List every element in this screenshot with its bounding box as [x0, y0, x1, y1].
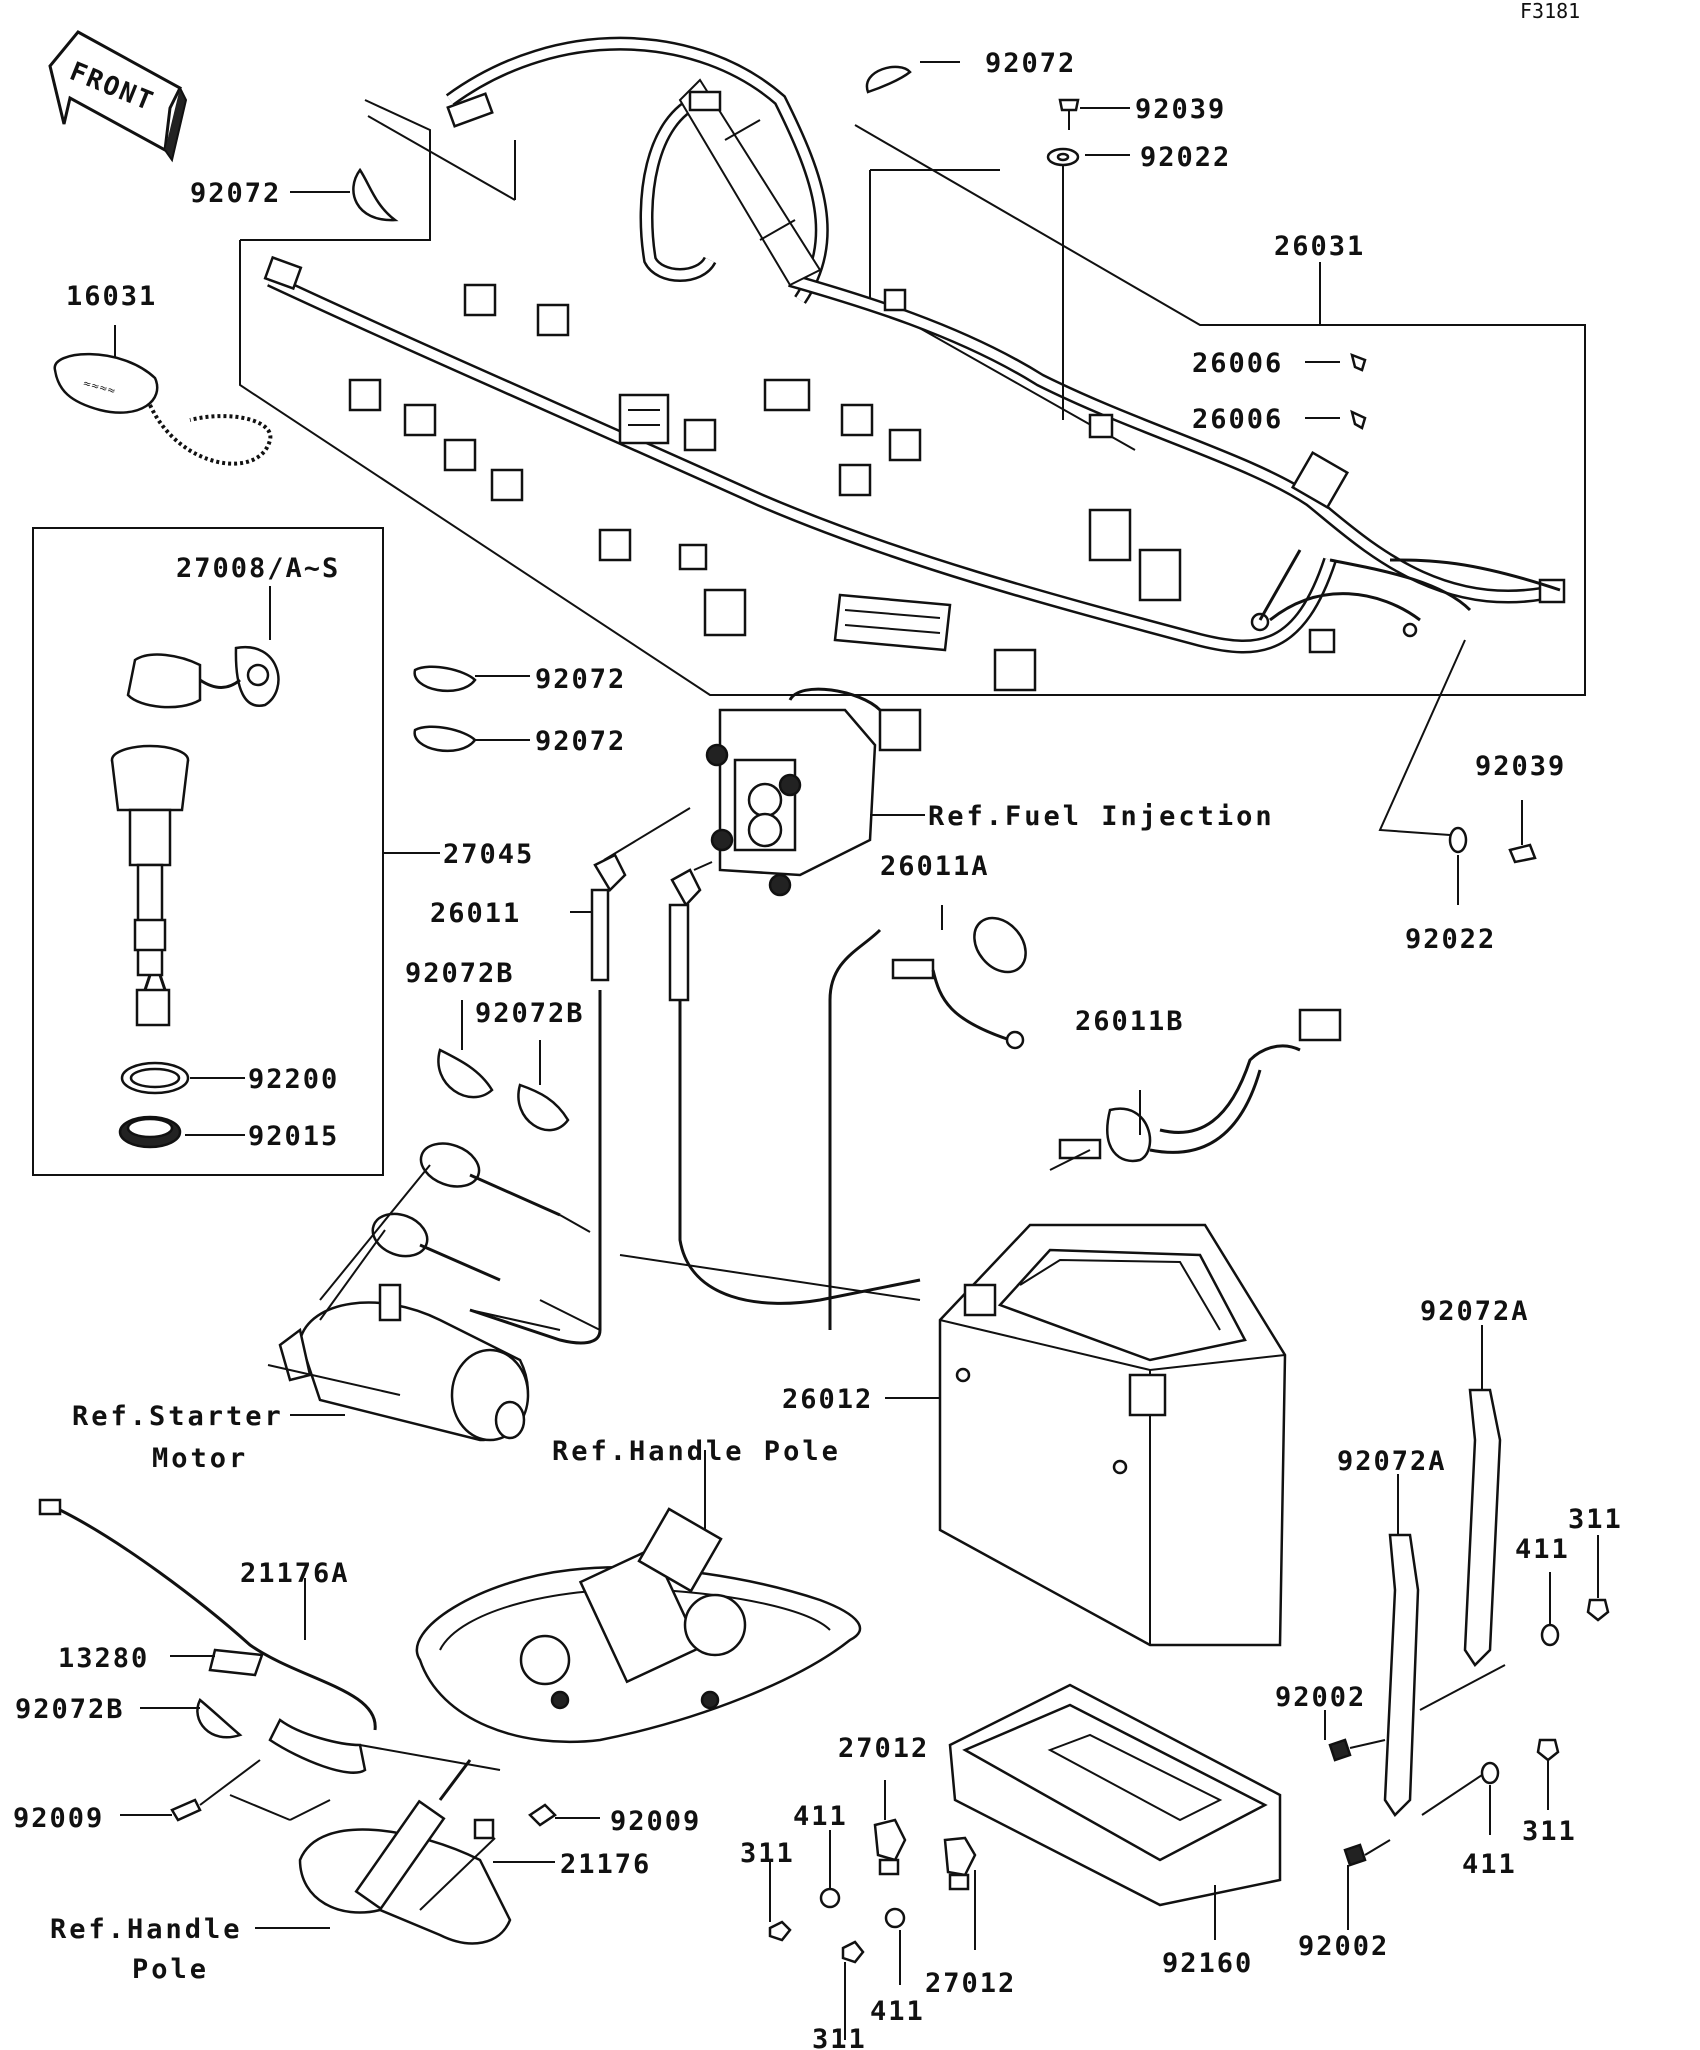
ref-handle-pole-line2: Pole: [132, 1954, 209, 1985]
clamps-92072-mid: [413, 665, 530, 753]
label-26006: 26006: [1192, 404, 1283, 435]
label-92072A: 92072A: [1420, 1296, 1530, 1327]
ref-starter-motor-line1: Ref.Starter: [72, 1401, 284, 1432]
label-92072: 92072: [535, 664, 626, 695]
label-92015: 92015: [248, 1121, 339, 1152]
label-27012: 27012: [925, 1968, 1016, 1999]
label-411: 411: [1462, 1849, 1517, 1880]
battery-tray-92160: [948, 1683, 1282, 1940]
strap-92072A-right: [1463, 1325, 1502, 1667]
plug-caps-26011: [570, 853, 702, 1002]
main-harness: [239, 36, 1586, 696]
label-26011: 26011: [430, 898, 521, 929]
handle-pole-lower: [255, 1759, 555, 1945]
part-labels: 92072 92039 92022 92072 26031 26006 2600…: [13, 48, 1623, 2050]
label-92072A: 92072A: [1337, 1446, 1447, 1477]
label-13280: 13280: [58, 1643, 149, 1674]
hardware-bottom: [768, 1780, 977, 2040]
label-26006: 26006: [1192, 348, 1283, 379]
washer-92022-top: [1046, 147, 1080, 167]
label-411: 411: [793, 1801, 848, 1832]
label-411: 411: [1515, 1534, 1570, 1565]
clamp-92072B-bottom: [140, 1698, 243, 1739]
label-26012: 26012: [782, 1384, 873, 1415]
bolt-92009-a: [120, 1759, 331, 1822]
label-92002: 92002: [1298, 1931, 1389, 1962]
label-92022: 92022: [1405, 924, 1496, 955]
label-92039: 92039: [1475, 751, 1566, 782]
label-92009: 92009: [610, 1806, 701, 1837]
label-16031: 16031: [66, 281, 157, 312]
label-92009: 92009: [13, 1803, 104, 1834]
handle-pole-upper: [415, 1450, 862, 1744]
battery-cables: [469, 905, 1342, 1345]
clamp-92072-left: [352, 167, 399, 222]
battery-26012: [885, 1223, 1287, 1647]
starter-motor: [267, 1164, 530, 1442]
label-311: 311: [1522, 1816, 1577, 1847]
clamps-92072B-mid: [437, 1000, 570, 1132]
label-92072B: 92072B: [405, 958, 515, 989]
lanyard-16031: ≈≈≈≈: [53, 352, 273, 466]
label-311: 311: [812, 2024, 867, 2050]
ref-handle-pole: Ref.Handle Pole: [552, 1436, 841, 1467]
hardware-right: [1324, 1535, 1610, 1930]
key-switch-box: [32, 527, 384, 1176]
label-92072: 92072: [535, 726, 626, 757]
hardware-92039-right: [1378, 639, 1537, 905]
label-311: 311: [740, 1838, 795, 1869]
label-26011A: 26011A: [880, 851, 990, 882]
reference-labels: Ref.Fuel Injection Ref.Starter Motor Ref…: [50, 801, 1275, 1985]
label-92072: 92072: [190, 178, 281, 209]
label-27008: 27008/A~S: [176, 553, 340, 584]
front-arrow-icon: FRONT: [48, 30, 188, 163]
label-26031: 26031: [1274, 231, 1365, 262]
strap-92072A-left: [1383, 1474, 1506, 1817]
ignition-coil-assembly: [603, 687, 925, 897]
label-92072B: 92072B: [475, 998, 585, 1029]
label-92039: 92039: [1135, 94, 1226, 125]
bolt-92009-b: [528, 1803, 600, 1827]
label-92072B: 92072B: [15, 1694, 125, 1725]
clip-26006-b: [1350, 409, 1367, 430]
label-92002: 92002: [1275, 1682, 1366, 1713]
label-92160: 92160: [1162, 1948, 1253, 1979]
ref-starter-motor-line2: Motor: [152, 1443, 248, 1474]
leaders-upper: [114, 61, 1340, 420]
label-21176: 21176: [560, 1849, 651, 1880]
label-27045: 27045: [443, 839, 534, 870]
label-27012: 27012: [838, 1733, 929, 1764]
label-21176A: 21176A: [240, 1558, 350, 1589]
ref-fuel-injection: Ref.Fuel Injection: [928, 801, 1275, 832]
label-92200: 92200: [248, 1064, 339, 1095]
bolt-92039-top: [1058, 98, 1080, 130]
label-311: 311: [1568, 1504, 1623, 1535]
label-92022: 92022: [1140, 142, 1231, 173]
label-13280: [170, 1648, 264, 1677]
starter-cables: [371, 1142, 591, 1282]
label-26011B: 26011B: [1075, 1006, 1185, 1037]
clip-26006-a: [1350, 352, 1367, 372]
label-411: 411: [870, 1996, 925, 2027]
ref-handle-pole-line1: Ref.Handle: [50, 1914, 243, 1945]
figure-code: F3181: [1520, 0, 1580, 23]
sensor-21176A: [38, 1498, 501, 1774]
clamp-92072-top: [865, 65, 912, 94]
label-92072: 92072: [985, 48, 1076, 79]
